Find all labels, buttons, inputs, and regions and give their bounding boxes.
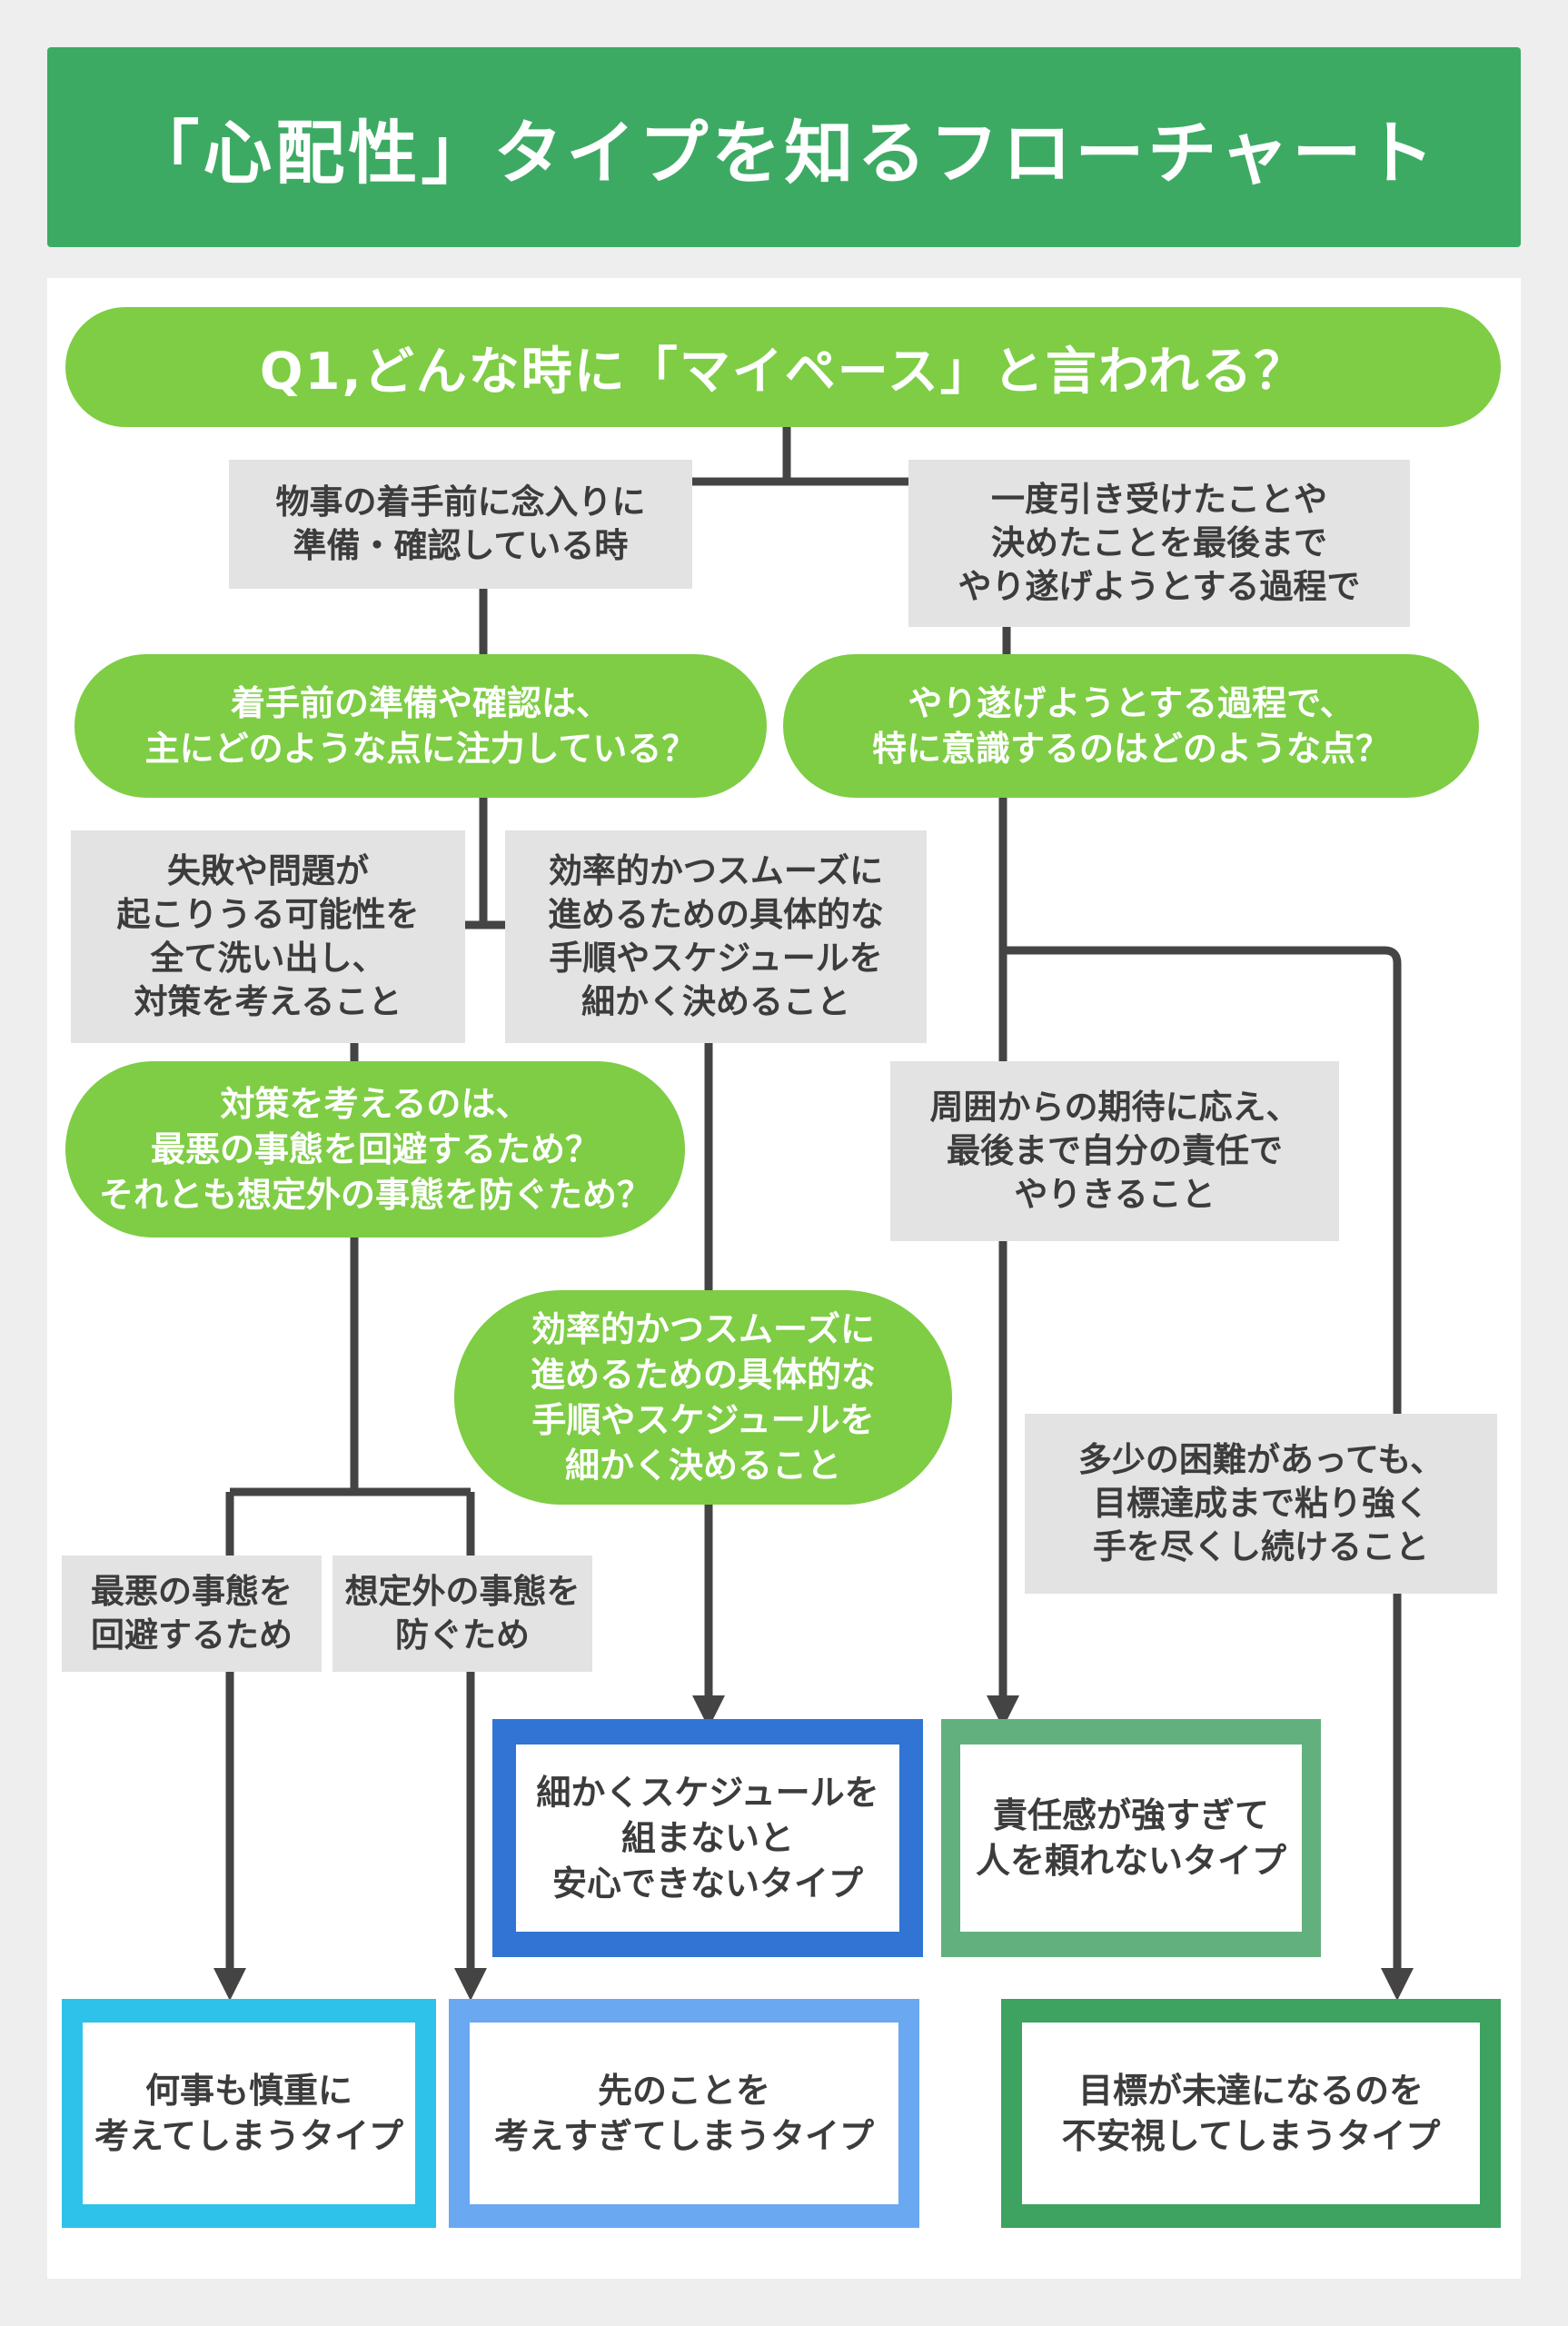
option-left-risk: 失敗や問題が 起こりうる可能性を 全て洗い出し、 対策を考えること <box>71 830 465 1043</box>
page-title: 「心配性」タイプを知るフローチャート <box>130 113 1438 194</box>
pill-schedule-detail: 効率的かつスムーズに 進めるための具体的な 手順やスケジュールを 細かく決めるこ… <box>454 1290 952 1505</box>
result-careful-type: 何事も慎重に 考えてしまうタイプ <box>62 1999 436 2228</box>
sub-answer-worst-case: 最悪の事態を 回避するため <box>62 1556 322 1672</box>
result-responsibility-type: 責任感が強すぎて 人を頼れないタイプ <box>941 1719 1321 1957</box>
sub-answer-unexpected: 想定外の事態を 防ぐため <box>332 1556 592 1672</box>
title-banner: 「心配性」タイプを知るフローチャート <box>47 47 1521 247</box>
result-responsibility-label: 責任感が強すぎて 人を頼れないタイプ <box>960 1744 1302 1932</box>
option-right-responsibility: 周囲からの期待に応え、 最後まで自分の責任で やりきること <box>890 1061 1339 1241</box>
result-schedule-label: 細かくスケジュールを 組まないと 安心できないタイプ <box>516 1744 899 1932</box>
answer-right-followthrough: 一度引き受けたことや 決めたことを最後まで やり遂げようとする過程で <box>908 460 1410 627</box>
answer-left-preparation: 物事の着手前に念入りに 準備・確認している時 <box>229 460 692 589</box>
question-right-focus: やり遂げようとする過程で、 特に意識するのはどのような点？ <box>783 654 1479 798</box>
question-1: Q1,どんな時に「マイペース」と言われる？ <box>65 307 1501 427</box>
option-left-schedule: 効率的かつスムーズに 進めるための具体的な 手順やスケジュールを 細かく決めるこ… <box>505 830 927 1043</box>
result-goal-label: 目標が未達になるのを 不安視してしまうタイプ <box>1022 2023 1480 2204</box>
sub-question-risk: 対策を考えるのは、 最悪の事態を回避するため？ それとも想定外の事態を防ぐため？ <box>65 1061 685 1238</box>
result-schedule-type: 細かくスケジュールを 組まないと 安心できないタイプ <box>492 1719 923 1957</box>
result-careful-label: 何事も慎重に 考えてしまうタイプ <box>83 2023 415 2204</box>
result-overthink-type: 先のことを 考えすぎてしまうタイプ <box>449 1999 919 2228</box>
question-left-focus: 着手前の準備や確認は、 主にどのような点に注力している？ <box>74 654 767 798</box>
result-goal-type: 目標が未達になるのを 不安視してしまうタイプ <box>1001 1999 1501 2228</box>
option-right-perseverance: 多少の困難があっても、 目標達成まで粘り強く 手を尽くし続けること <box>1025 1414 1497 1594</box>
result-overthink-label: 先のことを 考えすぎてしまうタイプ <box>470 2023 898 2204</box>
